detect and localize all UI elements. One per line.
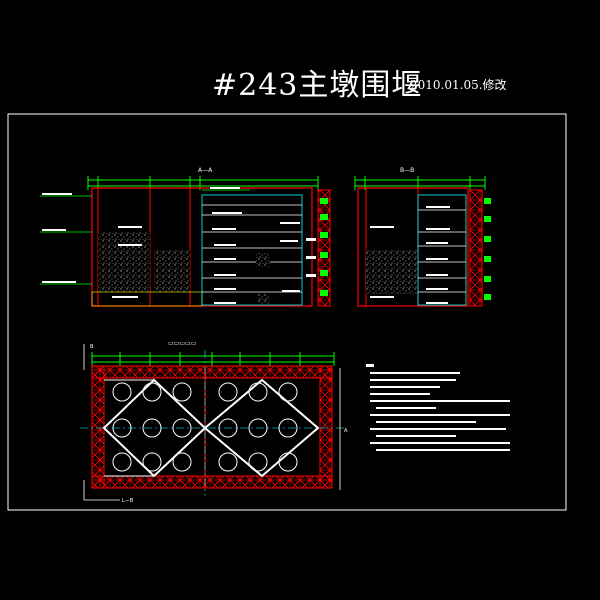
elevation-view-b: B—B (354, 167, 491, 307)
general-notes (366, 364, 510, 451)
revision-note: 2010.01.05.修改 (410, 78, 507, 92)
svg-text:B: B (90, 344, 94, 350)
svg-text:L—B: L—B (122, 498, 134, 504)
svg-text:▭▭▭▭▭: ▭▭▭▭▭ (168, 340, 196, 347)
svg-text:A: A (344, 428, 348, 434)
drawing-title: #243主墩围堰 (212, 68, 423, 103)
plan-view: ▭▭▭▭▭ (80, 340, 348, 504)
elevation-view-a: A—A (40, 167, 331, 307)
drawing-frame (7, 113, 567, 511)
svg-text:A—A: A—A (198, 167, 213, 174)
svg-text:B—B: B—B (400, 167, 414, 174)
